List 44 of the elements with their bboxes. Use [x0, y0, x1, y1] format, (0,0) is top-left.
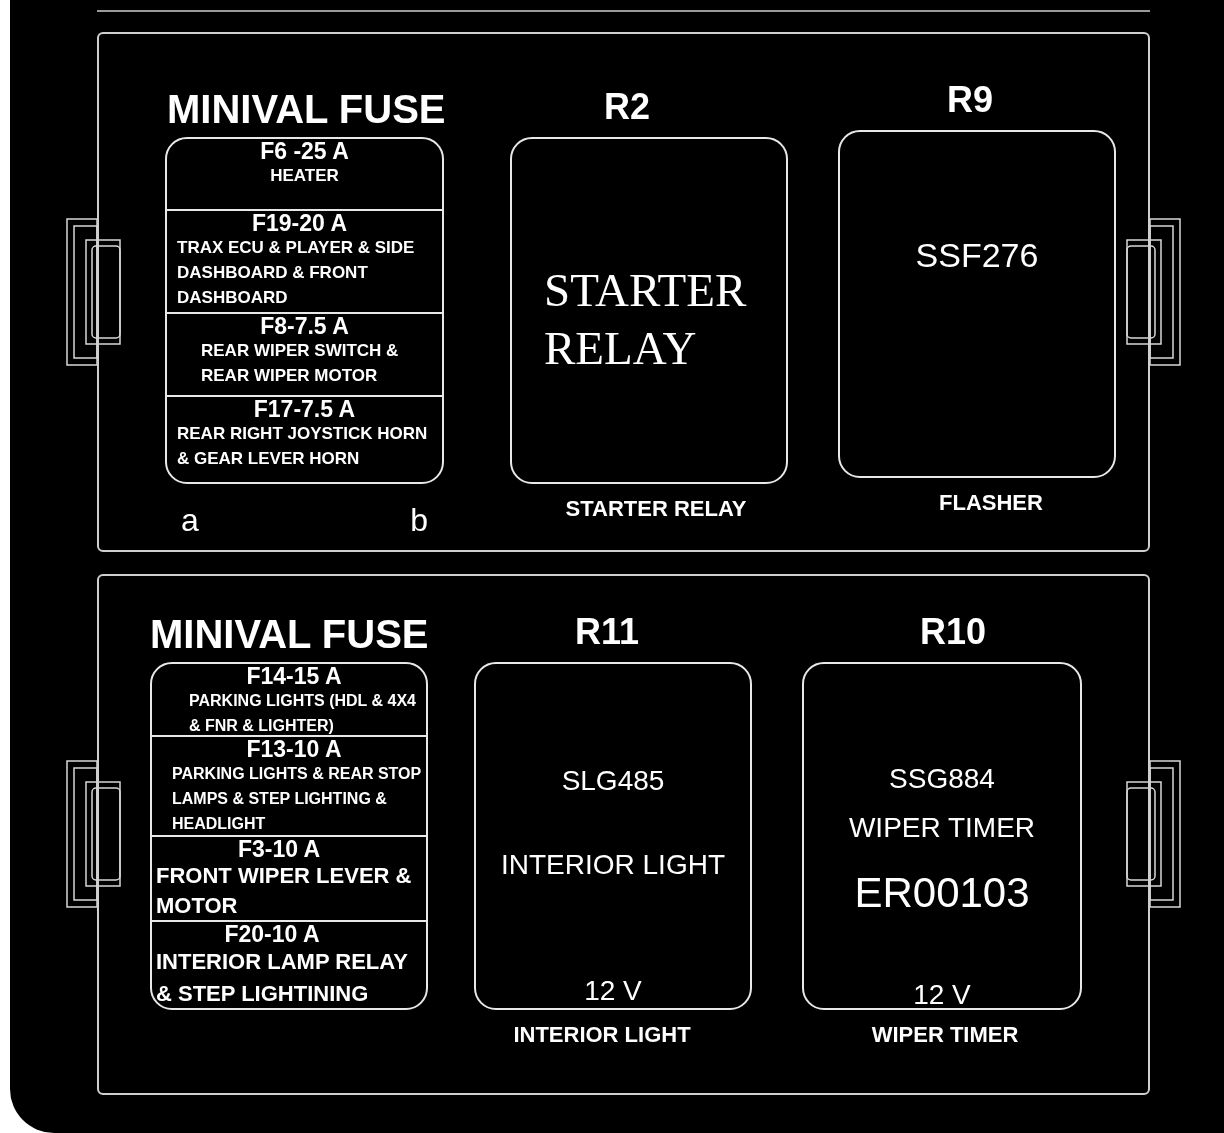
relay-number: R11	[573, 614, 641, 650]
fuse-description: PARKING LIGHTS (HDL & 4X4 & FNR & LIGHTER)	[188, 691, 417, 736]
fuse-rating: F17-7.5 A	[252, 397, 357, 421]
relay-caption: STARTER RELAY	[565, 498, 747, 520]
relay-text: ER00103	[853, 869, 1031, 917]
relay-text: SLG485	[560, 764, 666, 798]
relay-text: INTERIOR LIGHT	[500, 848, 726, 882]
fuse-slot	[167, 314, 442, 397]
relay-text: SSG884	[888, 762, 996, 796]
fuse-slot	[167, 211, 442, 314]
fuse-rating: F19-20 A	[251, 211, 348, 235]
relay-text: WIPER TIMER	[847, 811, 1037, 845]
fuse-rating: F8-7.5 A	[259, 314, 350, 338]
fuse-rating: F3-10 A	[236, 837, 322, 861]
relay-caption: WIPER TIMER	[871, 1024, 1019, 1046]
fuse-description: REAR WIPER SWITCH & REAR WIPER MOTOR	[200, 340, 400, 387]
relay-text: SSF276	[914, 236, 1040, 274]
relay-number: R9	[946, 82, 994, 118]
relay-text: 12 V	[912, 978, 972, 1012]
fuse-rating: F13-10 A	[245, 737, 343, 761]
fuse-description: TRAX ECU & PLAYER & SIDE DASHBOARD & FRONT DASHBOARD	[176, 237, 416, 309]
relay-caption: INTERIOR LIGHT	[513, 1024, 691, 1046]
fuse-slot	[152, 737, 426, 837]
relay-text: STARTER RELAY	[544, 263, 748, 376]
fuse-description: FRONT WIPER LEVER & MOTOR	[156, 862, 413, 920]
fuse-rating: F20-10 A	[223, 922, 321, 946]
relay-number: R2	[603, 89, 651, 125]
fuse-slot	[152, 664, 426, 737]
relay-number: R10	[918, 614, 987, 650]
terminal-label: a	[181, 504, 199, 536]
panel-frame	[97, 574, 1150, 1095]
relay-text: 12 V	[583, 974, 643, 1008]
fuse-rating: F6 -25 A	[259, 139, 350, 163]
fuse-slot	[167, 139, 442, 211]
fuse-slot	[152, 837, 426, 922]
relay-caption: FLASHER	[939, 492, 1043, 514]
fuse-description: PARKING LIGHTS & REAR STOP LAMPS & STEP LIGHTING & HEADLIGHT	[171, 764, 422, 834]
fuse-description: INTERIOR LAMP RELAY & STEP LIGHTINING	[156, 948, 409, 1008]
terminal-label: b	[410, 504, 428, 536]
fuse-rating: F14-15 A	[245, 664, 343, 688]
fuse-description: REAR RIGHT JOYSTICK HORN & GEAR LEVER HORN	[176, 423, 429, 470]
fuse-heading: MINIVAL FUSE	[167, 89, 442, 129]
panel-frame	[97, 32, 1150, 552]
fuse-description: HEATER	[269, 165, 340, 187]
